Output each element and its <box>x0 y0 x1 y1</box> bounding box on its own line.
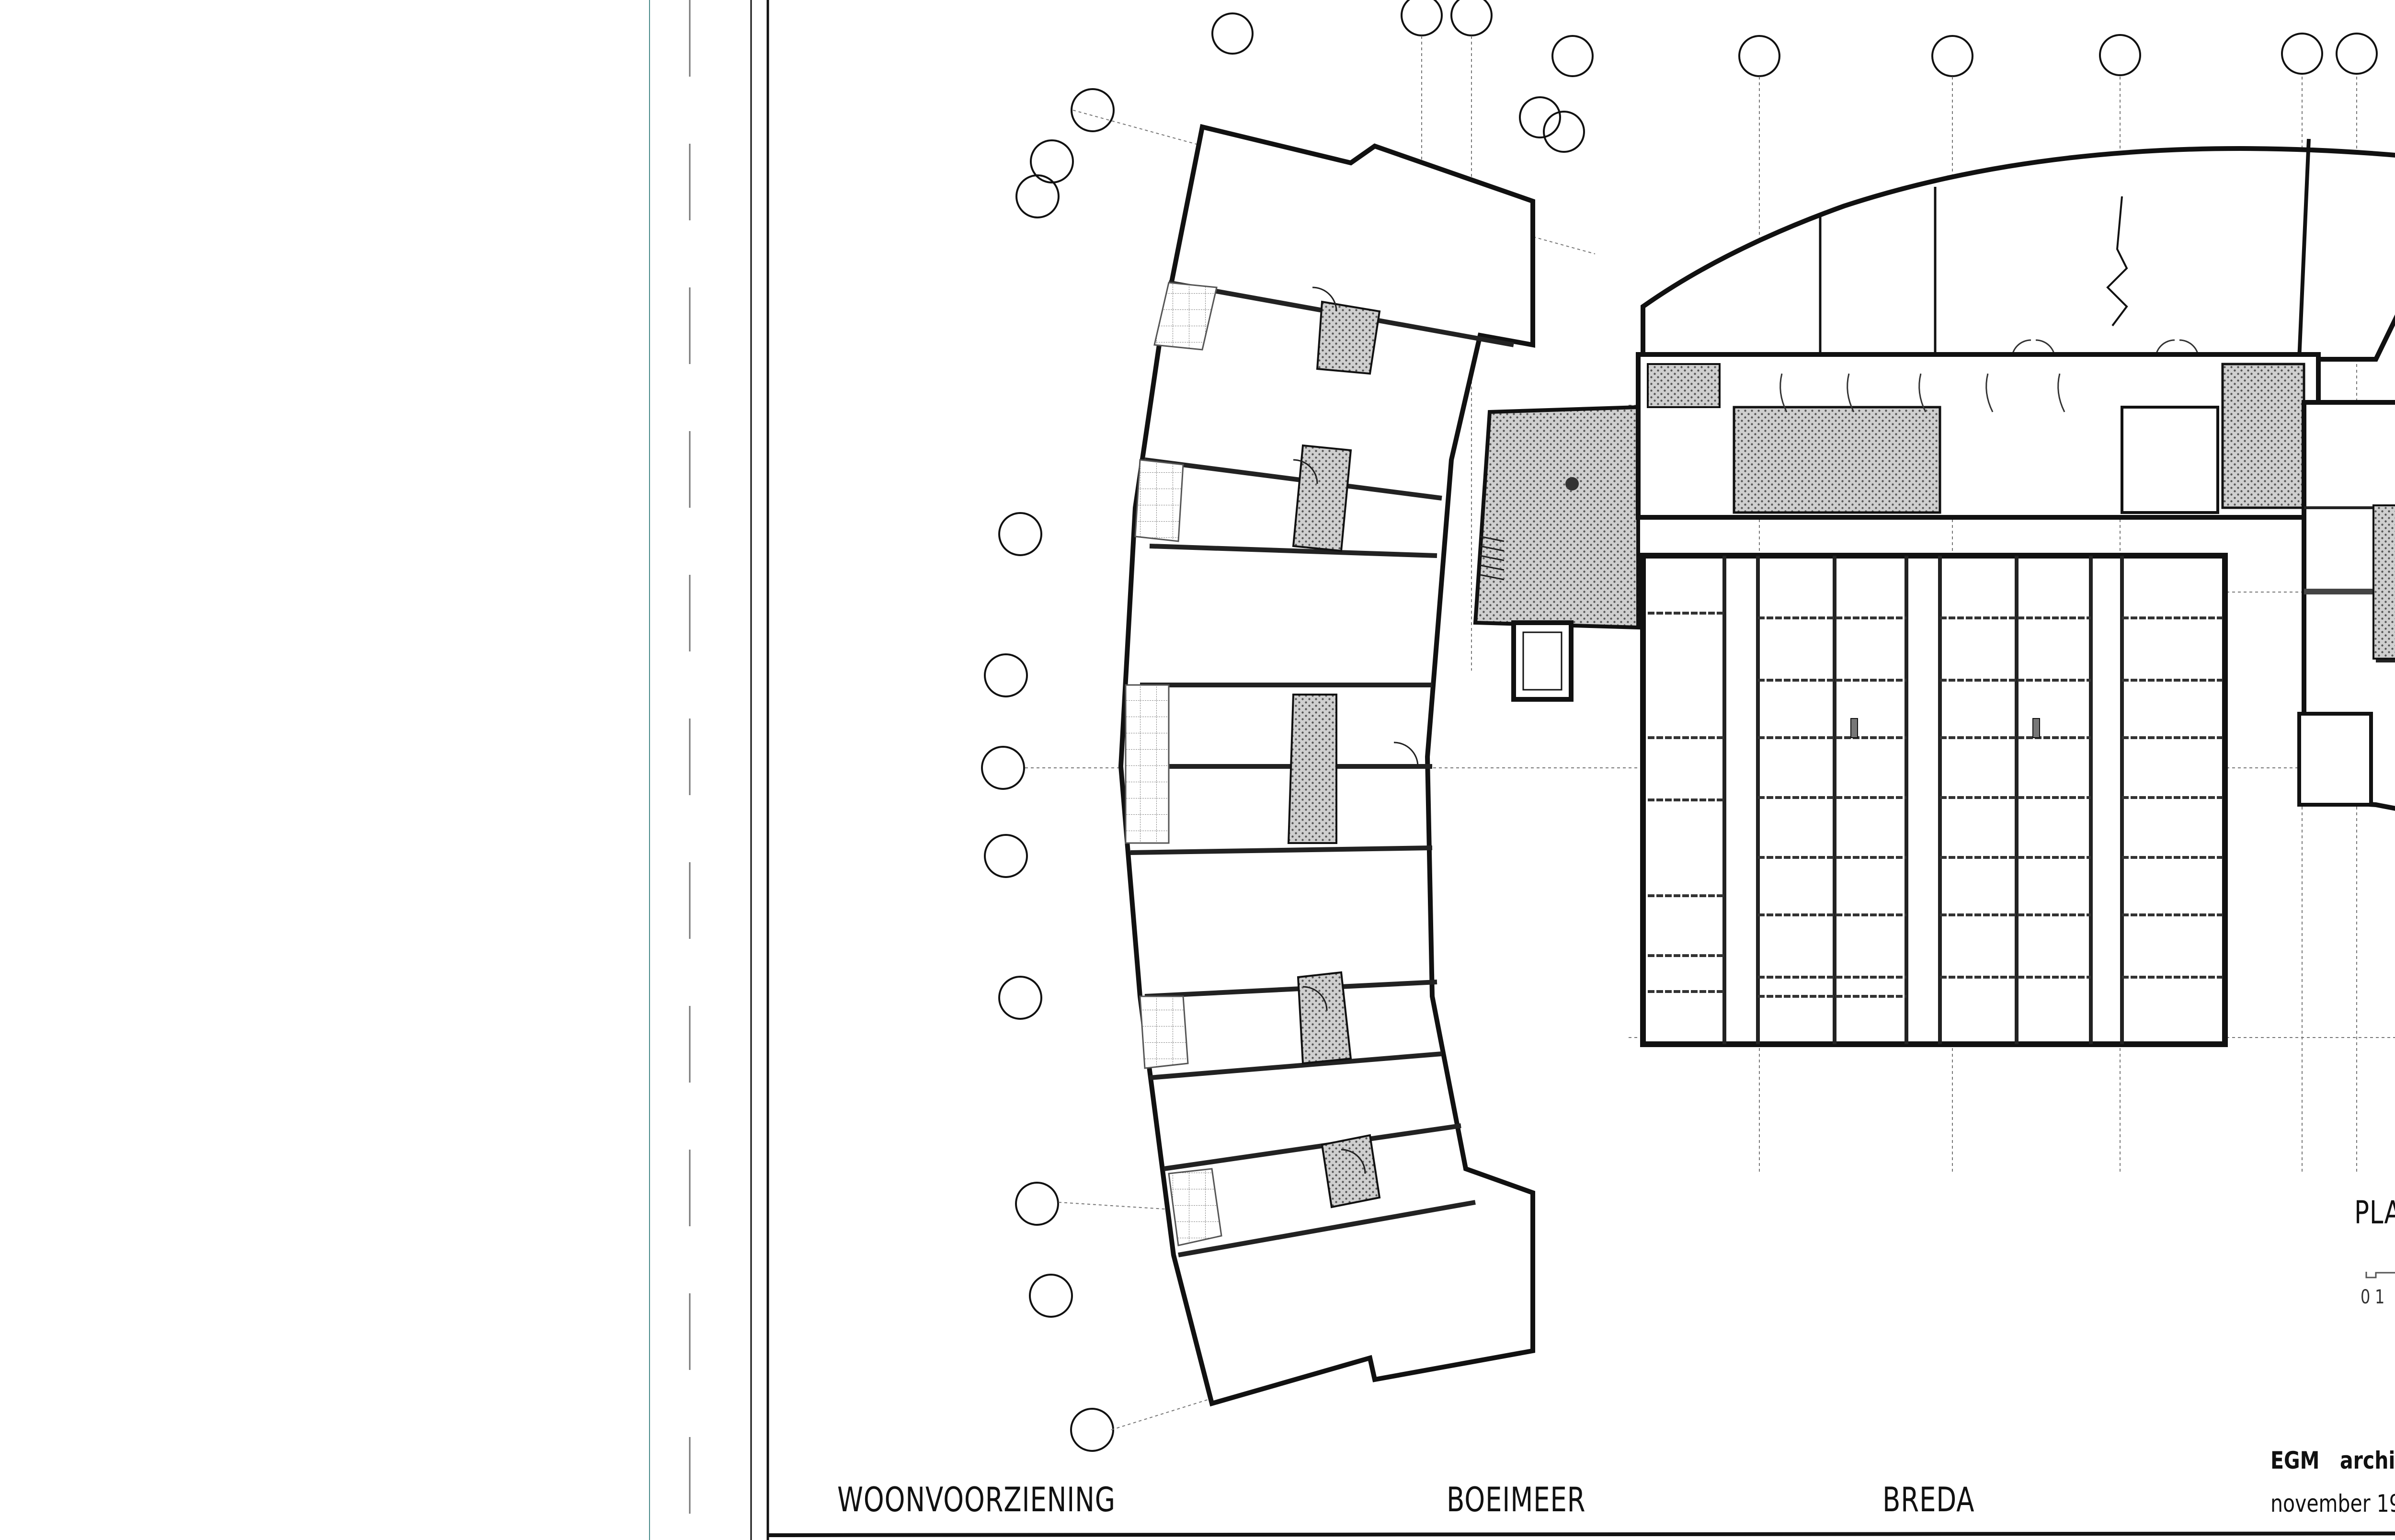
scale-tick-0: 0 <box>2361 1286 2371 1308</box>
east-residential-wing <box>2297 400 2395 811</box>
grid-markers <box>981 0 2378 1452</box>
credit-egm: EGM <box>2270 1447 2320 1474</box>
sheet-border <box>649 0 2395 1540</box>
credit-architekten: architekten <box>2340 1447 2395 1474</box>
project-name-breda: BREDA <box>1882 1480 1975 1519</box>
credit-date: november 1994 <box>2270 1490 2395 1517</box>
curved-residential-wing <box>1118 124 1535 1407</box>
project-name-boeimeer: BOEIMEER <box>1447 1480 1586 1519</box>
arched-common-room <box>1641 138 2395 362</box>
scale-bar <box>2365 1272 2395 1278</box>
central-storage-block <box>1640 553 2228 1047</box>
service-block <box>1636 352 2321 520</box>
entrance-hall <box>1473 405 1640 702</box>
project-name-woonvoorziening: WOONVOORZIENING <box>837 1480 1116 1519</box>
drawing-title: PLATTEGROND BEGANE GROND <box>2354 1194 2395 1231</box>
scale-tick-1: 1 <box>2375 1286 2385 1308</box>
